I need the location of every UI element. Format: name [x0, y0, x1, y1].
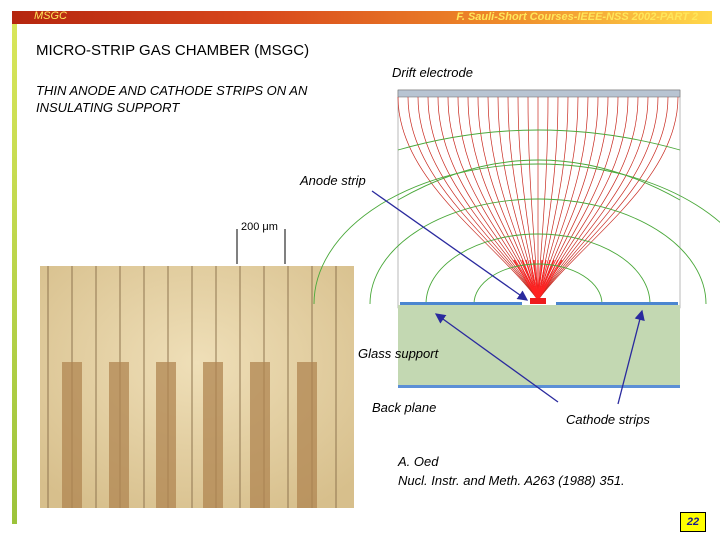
- field-line: [537, 96, 649, 301]
- cathode-arrow-right: [617, 309, 645, 405]
- label-anode-strip: Anode strip: [300, 173, 366, 188]
- anode-field-burst: [533, 259, 539, 301]
- micrograph-cathode-pad: [250, 362, 270, 508]
- label-back-plane: Back plane: [372, 400, 437, 415]
- label-arrows: [371, 190, 645, 405]
- field-line: [537, 96, 679, 301]
- page-number: 22: [680, 512, 706, 532]
- anode-field-burst: [517, 259, 539, 301]
- equipotential-arc: [313, 163, 720, 305]
- field-line: [537, 96, 669, 301]
- cathode-strip: [556, 302, 678, 305]
- reference-citation: A. Oed Nucl. Instr. and Meth. A263 (1988…: [398, 452, 625, 490]
- micrograph-cathode-pads: [62, 362, 317, 508]
- micrograph-cathode-pad: [62, 362, 82, 508]
- micrograph-cathode-pad: [297, 362, 317, 508]
- field-line: [407, 96, 539, 301]
- field-line: [477, 96, 539, 301]
- field-line: [497, 96, 539, 301]
- label-glass-support: Glass support: [358, 346, 439, 361]
- field-line: [417, 96, 539, 301]
- equipotential-curve: [397, 129, 681, 151]
- label-scale: 200 μm: [241, 221, 278, 233]
- reference-journal: Nucl. Instr. and Meth. A263 (1988) 351.: [398, 473, 625, 488]
- header-bar: [12, 11, 712, 24]
- anode-field-burst: [537, 259, 551, 301]
- anode-arrow: [371, 190, 529, 301]
- equipotential-arc: [473, 263, 603, 305]
- anode-field-burst: [529, 259, 539, 301]
- scale-bracket: [236, 229, 286, 264]
- cathode-strip-electrodes: [400, 302, 678, 305]
- equipotential-lines: [313, 129, 720, 305]
- micrograph-cathode-pad: [203, 362, 223, 508]
- left-accent-stripe: [12, 24, 17, 524]
- back-plane-electrode: [398, 385, 680, 388]
- electric-field-lines: [397, 96, 679, 301]
- field-simulation: [313, 89, 720, 388]
- cathode-strip: [400, 302, 522, 305]
- field-line: [427, 96, 539, 301]
- drift-electrode-plate: [397, 89, 681, 98]
- reference-author: A. Oed: [398, 454, 439, 469]
- micrograph-cathode-pad: [109, 362, 129, 508]
- equipotential-curve: [397, 159, 681, 201]
- anode-field-burst: [537, 259, 543, 301]
- field-line: [537, 96, 579, 301]
- field-line: [537, 96, 659, 301]
- label-drift-electrode: Drift electrode: [392, 65, 473, 80]
- cathode-arrow-left: [434, 313, 559, 403]
- field-line: [537, 96, 549, 301]
- anode-strip-electrode: [530, 298, 546, 304]
- field-line: [397, 96, 539, 301]
- anode-field-burst: [537, 259, 563, 301]
- equipotential-arc: [369, 198, 707, 305]
- header-course-tag: MSGC: [34, 10, 67, 22]
- msgc-micrograph: [40, 266, 354, 508]
- header-course-title: F. Sauli-Short Courses-IEEE-NSS 2002-PAR…: [456, 11, 698, 23]
- slide-subtitle: THIN ANODE AND CATHODE STRIPS ON AN INSU…: [36, 83, 308, 115]
- slide-title: MICRO-STRIP GAS CHAMBER (MSGC): [36, 42, 310, 59]
- field-line: [537, 96, 599, 301]
- field-line: [537, 96, 629, 301]
- label-cathode-strips: Cathode strips: [566, 412, 650, 427]
- equipotential-arc: [425, 233, 651, 305]
- field-line: [527, 96, 539, 301]
- anode-field-burst: [525, 259, 539, 301]
- field-line: [447, 96, 539, 301]
- anode-field-burst: [521, 259, 539, 301]
- anode-field-burst: [537, 259, 547, 301]
- micrograph-cathode-pad: [156, 362, 176, 508]
